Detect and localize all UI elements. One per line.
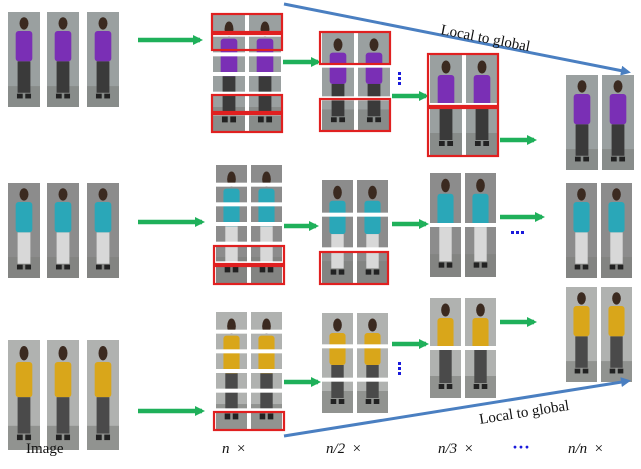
label-ellipsis: ··· [512, 437, 530, 458]
label-n-text: n [222, 441, 230, 457]
label-n-third: n/3 × [438, 441, 473, 458]
highlight-box-8 [426, 106, 500, 158]
highlight-box-12 [212, 410, 286, 432]
split-gap-r3-c3-1 [429, 346, 497, 350]
label-image: Image [26, 441, 63, 458]
input-image-row1-1 [8, 12, 40, 107]
ellipsis-horizontal [511, 231, 524, 234]
split-gap-r3-c1-2 [215, 349, 283, 354]
local-to-global-line-top [283, 2, 631, 76]
input-image-row1-2 [47, 12, 79, 107]
highlight-box-5 [318, 30, 392, 66]
highlight-box-4 [210, 112, 284, 134]
split-gap-r2-c2-2 [321, 247, 389, 252]
highlight-box-11 [318, 250, 390, 286]
part-img-r2-c4-b [601, 183, 632, 278]
highlight-box-10 [212, 264, 286, 286]
label-n-half-text: n/2 [326, 441, 346, 457]
split-gap-r3-c1-3 [215, 369, 283, 373]
part-img-r3-c2-a [322, 313, 353, 413]
part-img-r3-c3-a [430, 298, 461, 398]
part-img-r1-c2-a [322, 33, 354, 131]
label-ellipsis-text: ··· [512, 437, 531, 457]
label-image-text: Image [26, 441, 64, 457]
highlight-box-7 [426, 52, 500, 108]
split-gap-r3-c2-1 [321, 344, 389, 349]
split-gap-r1-c1-2 [212, 52, 282, 57]
part-img-r2-c2-a [322, 180, 353, 284]
highlight-box-3 [210, 93, 284, 114]
split-gap-r2-c1-2 [215, 202, 283, 207]
input-image-row3-3 [87, 340, 119, 450]
ellipsis-vertical-2 [398, 362, 401, 375]
split-gap-r2-c1-3 [215, 222, 283, 226]
split-gap-r1-c2-1 [321, 63, 391, 68]
highlight-box-1 [210, 12, 284, 34]
input-image-row2-2 [47, 183, 79, 278]
split-gap-r3-c1-5 [215, 408, 283, 413]
split-gap-r2-c1-4 [215, 241, 283, 246]
highlight-box-6 [318, 97, 392, 133]
label-n-n-text: n/n [568, 441, 588, 457]
split-gap-r2-c1-1 [215, 182, 283, 187]
highlight-box-9 [212, 244, 286, 266]
label-n-n-times: × [594, 441, 604, 457]
ellipsis-vertical-1 [398, 72, 401, 85]
input-image-row3-1 [8, 340, 40, 450]
highlight-box-2 [210, 32, 284, 52]
split-gap-r2-c2-1 [321, 212, 389, 217]
label-n-half: n/2 × [326, 441, 361, 458]
annotation-top: Local to global [439, 22, 531, 55]
part-img-r1-c2-b [358, 33, 390, 131]
split-gap-r3-c1-4 [215, 388, 283, 393]
local-to-global-line-bottom [283, 377, 631, 438]
split-gap-r1-c1-3 [212, 72, 282, 76]
split-gap-r2-c3-1 [429, 223, 497, 227]
part-img-r1-c4-b [602, 75, 634, 170]
label-n-third-times: × [464, 441, 474, 457]
part-img-r3-c4-a [566, 287, 597, 382]
label-n-third-text: n/3 [438, 441, 458, 457]
split-gap-r1-c1-4 [212, 91, 282, 96]
part-img-r2-c4-a [566, 183, 597, 278]
part-img-r2-c2-b [357, 180, 388, 284]
label-n-n: n/n × [568, 441, 603, 458]
part-img-r1-c4-a [566, 75, 598, 170]
split-gap-r3-c2-2 [321, 377, 389, 382]
input-image-row3-2 [47, 340, 79, 450]
input-image-row2-3 [87, 183, 119, 278]
label-n-times: × [237, 441, 246, 457]
input-image-row1-3 [87, 12, 119, 107]
input-image-row2-1 [8, 183, 40, 278]
split-gap-r3-c1-1 [215, 329, 283, 334]
label-n: n × [222, 441, 245, 458]
part-img-r3-c4-b [601, 287, 632, 382]
part-img-r3-c2-b [357, 313, 388, 413]
label-n-half-times: × [352, 441, 362, 457]
